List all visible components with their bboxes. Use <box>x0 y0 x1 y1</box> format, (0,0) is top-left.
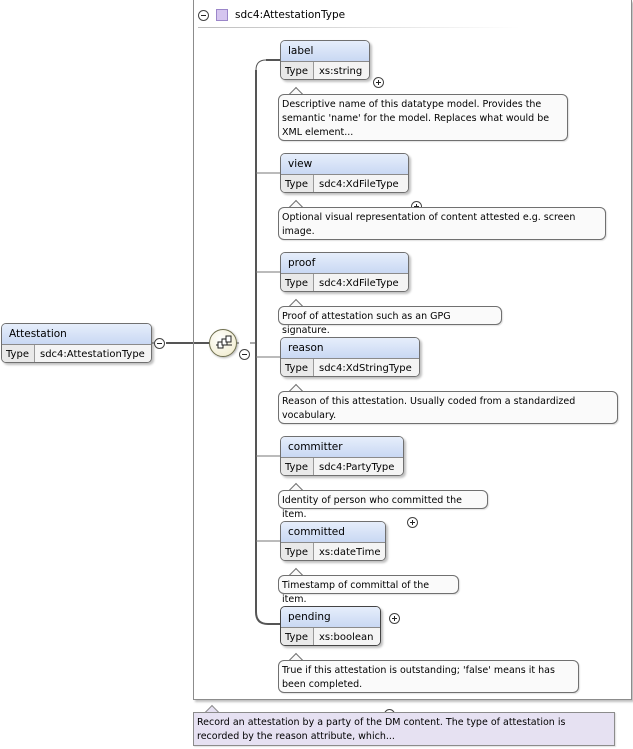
type-label: Type <box>281 175 314 192</box>
annotation-label: Descriptive name of this datatype model.… <box>278 94 568 141</box>
type-label: Type <box>281 359 314 376</box>
root-element-attestation[interactable]: Attestation Type sdc4:AttestationType <box>1 323 152 363</box>
annotation-root: Record an attestation by a party of the … <box>193 712 615 746</box>
annotation-text: Descriptive name of this datatype model.… <box>282 99 550 138</box>
type-label: Type <box>281 458 314 475</box>
expand-icon[interactable] <box>407 517 418 528</box>
annotation-text: Optional visual representation of conten… <box>282 212 576 237</box>
element-committer[interactable]: committer Type sdc4:PartyType <box>280 436 404 476</box>
type-value: xs:boolean <box>314 628 380 645</box>
annotation-proof: Proof of attestation such as an GPG sign… <box>278 306 502 336</box>
element-proof[interactable]: proof Type sdc4:XdFileType <box>280 252 409 292</box>
annotation-view: Optional visual representation of conten… <box>278 207 606 240</box>
type-label: Type <box>281 62 314 79</box>
element-pending[interactable]: pending Type xs:boolean <box>280 606 381 646</box>
element-name: committed <box>281 522 385 543</box>
sequence-compositor[interactable] <box>209 329 237 357</box>
expand-icon[interactable] <box>389 613 400 624</box>
collapse-icon[interactable] <box>239 349 250 360</box>
element-type-row: Type sdc4:AttestationType <box>2 345 151 362</box>
element-view[interactable]: view Type sdc4:XdFileType <box>280 153 409 193</box>
annotation-text: Proof of attestation such as an GPG sign… <box>282 311 451 336</box>
type-value: sdc4:AttestationType <box>35 345 151 362</box>
element-name: Attestation <box>2 324 151 345</box>
type-value: sdc4:PartyType <box>314 458 403 475</box>
element-type-row: Type sdc4:XdStringType <box>281 359 419 376</box>
type-value: xs:string <box>314 62 369 79</box>
collapse-icon[interactable] <box>154 338 165 349</box>
element-reason[interactable]: reason Type sdc4:XdStringType <box>280 337 420 377</box>
annotation-committer: Identity of person who committed the ite… <box>278 490 488 520</box>
element-committed[interactable]: committed Type xs:dateTime <box>280 521 386 561</box>
annotation-pending: True if this attestation is outstanding;… <box>278 660 579 693</box>
collapse-icon[interactable] <box>198 9 209 21</box>
type-value: sdc4:XdFileType <box>314 175 408 192</box>
type-label: Type <box>281 543 314 560</box>
element-label[interactable]: label Type xs:string <box>280 40 370 80</box>
annotation-committed: Timestamp of committal of the item. <box>278 575 459 605</box>
element-name: view <box>281 154 408 175</box>
element-type-row: Type xs:string <box>281 62 369 79</box>
type-label: Type <box>2 345 35 362</box>
type-value: sdc4:XdStringType <box>314 359 419 376</box>
expand-icon[interactable] <box>373 77 384 88</box>
complex-type-separator <box>198 27 520 28</box>
complex-type-icon <box>216 9 228 21</box>
type-value: xs:dateTime <box>314 543 385 560</box>
element-name: reason <box>281 338 419 359</box>
element-name: pending <box>281 607 380 628</box>
element-type-row: Type xs:boolean <box>281 628 380 645</box>
element-type-row: Type sdc4:PartyType <box>281 458 403 475</box>
annotation-text: Reason of this attestation. Usually code… <box>282 396 576 421</box>
type-label: Type <box>281 628 314 645</box>
sequence-compositor-icon <box>216 335 232 349</box>
annotation-text: Identity of person who committed the ite… <box>282 495 462 520</box>
element-name: proof <box>281 253 408 274</box>
annotation-text: True if this attestation is outstanding;… <box>282 665 555 690</box>
type-value: sdc4:XdFileType <box>314 274 408 291</box>
element-type-row: Type sdc4:XdFileType <box>281 175 408 192</box>
element-name: committer <box>281 437 403 458</box>
complex-type-header: sdc4:AttestationType <box>198 6 345 24</box>
element-name: label <box>281 41 369 62</box>
element-type-row: Type sdc4:XdFileType <box>281 274 408 291</box>
annotation-text: Timestamp of committal of the item. <box>282 580 430 605</box>
annotation-text: Record an attestation by a party of the … <box>197 717 566 742</box>
complex-type-frame <box>193 0 632 700</box>
type-label: Type <box>281 274 314 291</box>
element-type-row: Type xs:dateTime <box>281 543 385 560</box>
complex-type-name: sdc4:AttestationType <box>235 9 346 21</box>
annotation-reason: Reason of this attestation. Usually code… <box>278 391 618 424</box>
